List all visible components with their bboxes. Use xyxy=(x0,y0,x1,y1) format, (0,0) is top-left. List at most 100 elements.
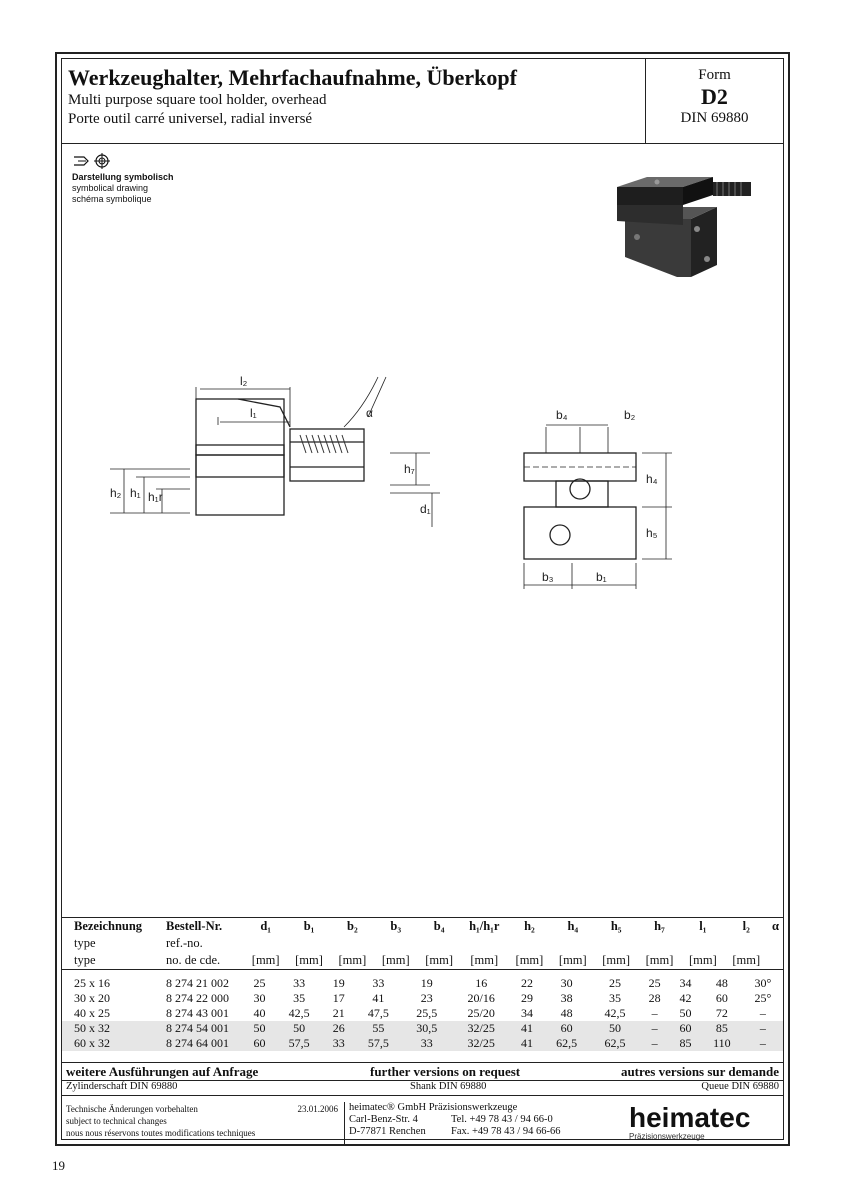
col-unit: [mm] xyxy=(381,953,410,967)
cell-value: 25° xyxy=(754,991,772,1005)
footer-address: heimatec® GmbH Präzisionswerkzeuge Carl-… xyxy=(344,1102,560,1144)
cell-value: 22 xyxy=(520,976,533,990)
logo-sub: Präzisionswerkzeuge xyxy=(629,1132,705,1141)
col-header: Bezeichnung xyxy=(74,919,143,933)
shank-en: Shank DIN 69880 xyxy=(410,1081,487,1092)
cell-value: 25,5 xyxy=(416,1006,438,1020)
col-header: l₁ xyxy=(699,919,707,933)
cell-value: 25 xyxy=(608,976,621,990)
din-standard: DIN 69880 xyxy=(680,110,749,126)
cell-value: 42,5 xyxy=(288,1006,310,1020)
cell-value: 25 xyxy=(648,976,661,990)
col-unit xyxy=(768,952,783,970)
cell-value: 23 xyxy=(420,991,433,1005)
street: Carl-Benz-Str. 4 xyxy=(349,1114,418,1125)
cell-value: 50 xyxy=(590,1021,640,1036)
subtitle-en: Multi purpose square tool holder, overhe… xyxy=(68,92,327,108)
col-unit: [mm] xyxy=(251,953,280,967)
col-header: h₁/h₁r xyxy=(469,919,500,933)
cell-value: – xyxy=(759,1006,766,1020)
cell-value: 35 xyxy=(293,991,306,1005)
shank-line: Zylinderschaft DIN 69880 Shank DIN 69880… xyxy=(62,1080,783,1096)
technical-drawing: l₂ l₁ α h₂ h₁ h₁r h₇ d₁ xyxy=(110,374,672,589)
dim-h5: h₅ xyxy=(646,526,658,540)
further-versions: weitere Ausführungen auf Anfrage further… xyxy=(62,1062,783,1081)
cell-value: 33 xyxy=(323,1036,355,1051)
dim-h1r: h₁r xyxy=(148,490,163,504)
form-label: Form xyxy=(698,67,731,83)
cell-value: 42 xyxy=(679,991,692,1005)
notice-fr: nous nous réservons toutes modifications… xyxy=(66,1128,256,1138)
cell-value: 60 xyxy=(542,1021,591,1036)
further-fr: autres versions sur demande xyxy=(620,1064,779,1079)
cell-value: 72 xyxy=(715,1006,728,1020)
city: D-77871 Renchen xyxy=(349,1126,426,1137)
fax: Fax. +49 78 43 / 94 66-66 xyxy=(451,1126,561,1137)
page-number: 19 xyxy=(52,1158,65,1173)
cell-value: – xyxy=(639,1021,671,1036)
cell-value: 26 xyxy=(323,1021,355,1036)
cell-type: 25 x 16 xyxy=(74,976,110,990)
cell-order-no: 8 274 43 001 xyxy=(166,1006,229,1020)
content-box: Werkzeughalter, Mehrfachaufnahme, Überko… xyxy=(61,58,784,1144)
col-unit: [mm] xyxy=(295,953,323,967)
cell-value: 20/16 xyxy=(467,991,495,1005)
table-unit-row: type no. de cde. [mm] [mm] [mm] [mm] [mm… xyxy=(62,952,783,970)
cell-value: 25/20 xyxy=(467,1006,495,1020)
further-de: weitere Ausführungen auf Anfrage xyxy=(66,1064,259,1079)
cell-value: 34 xyxy=(520,1006,533,1020)
cell-value: 110 xyxy=(701,1036,743,1051)
form-box: Form D2 DIN 69880 xyxy=(645,59,783,143)
col-unit: type xyxy=(74,953,96,967)
cell-value: 41 xyxy=(511,1021,543,1036)
header: Werkzeughalter, Mehrfachaufnahme, Überko… xyxy=(62,59,783,144)
symbol-legend: Darstellung symbolisch symbolical drawin… xyxy=(72,153,174,205)
cell-value: 35 xyxy=(608,991,621,1005)
cell-value: 60 xyxy=(670,1021,702,1036)
cell-value: 29 xyxy=(520,991,533,1005)
dim-b4: b₄ xyxy=(556,408,568,422)
col-header: α xyxy=(771,919,779,933)
cell-value: – xyxy=(651,1006,658,1020)
cell-value: 55 xyxy=(354,1021,403,1036)
col-header: d₁ xyxy=(260,919,272,933)
col-subheader: type xyxy=(74,936,96,950)
dim-h4: h₄ xyxy=(646,472,658,486)
cell-value: 30° xyxy=(754,976,772,990)
table-header-row: type ref.-no. xyxy=(62,935,783,952)
cell-value: 62,5 xyxy=(542,1036,591,1051)
cell-value: 38 xyxy=(560,991,573,1005)
col-header: b₄ xyxy=(433,919,445,933)
col-header: b₂ xyxy=(347,919,358,933)
cell-value: 57,5 xyxy=(274,1036,324,1051)
notice-de: Technische Änderungen vorbehalten xyxy=(66,1104,198,1114)
cell-value: 85 xyxy=(701,1021,743,1036)
cell-value: 41 xyxy=(372,991,385,1005)
symbol-en: symbolical drawing xyxy=(72,183,149,193)
header-titles: Werkzeughalter, Mehrfachaufnahme, Überko… xyxy=(68,65,517,129)
cell-value: 41 xyxy=(511,1036,543,1051)
cell-value: 62,5 xyxy=(590,1036,640,1051)
subtitle-fr: Porte outil carré universel, radial inve… xyxy=(68,111,313,127)
cell-value: 50 xyxy=(679,1006,692,1020)
dim-h7: h₇ xyxy=(404,462,415,476)
cell-type: 50 x 32 xyxy=(62,1021,164,1036)
dimensions-table: Bezeichnung Bestell-Nr. d₁ b₁ b₂ b₃ b₄ h… xyxy=(62,917,783,1051)
dim-b3: b₃ xyxy=(542,570,554,584)
cell-value: – xyxy=(742,1021,783,1036)
company-name: heimatec® GmbH Präzisionswerkzeuge xyxy=(349,1102,518,1113)
col-subheader: ref.-no. xyxy=(166,936,203,950)
footer: Technische Änderungen vorbehalten 23.01.… xyxy=(62,1099,783,1144)
cell-value: – xyxy=(639,1036,671,1051)
col-header: h₂ xyxy=(524,919,535,933)
col-unit: [mm] xyxy=(645,953,674,967)
col-header: h₅ xyxy=(610,919,622,933)
symbol-fr: schéma symbolique xyxy=(72,194,152,204)
cell-value: 34 xyxy=(679,976,692,990)
